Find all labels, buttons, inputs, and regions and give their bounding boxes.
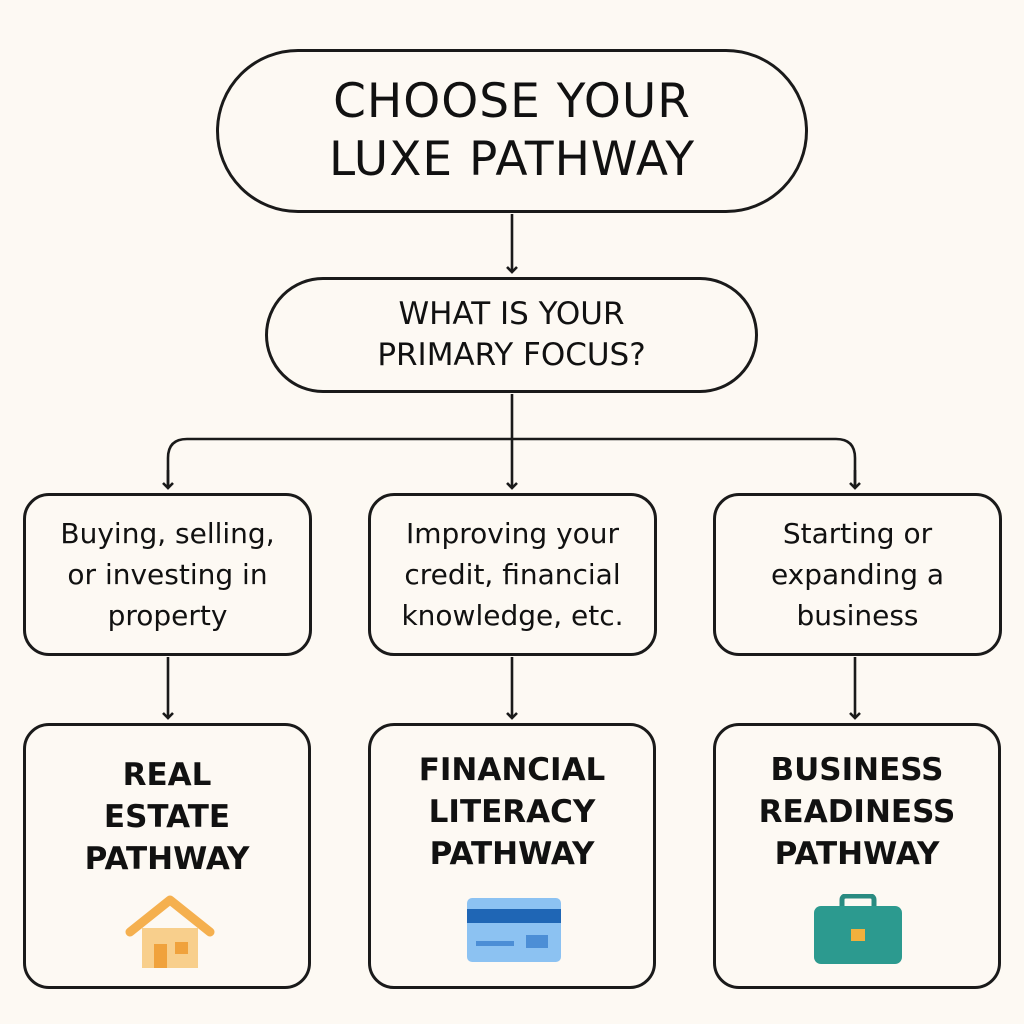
pathway-title: FINANCIAL LITERACY PATHWAY — [418, 752, 606, 872]
option-text: Improving your credit, financial knowled… — [401, 517, 624, 632]
briefcase-icon — [814, 894, 902, 964]
option-text: Buying, selling, or investing in propert… — [60, 517, 275, 632]
option-node-property: Buying, selling, or investing in propert… — [23, 493, 312, 656]
question-text: WHAT IS YOUR PRIMARY FOCUS? — [377, 296, 646, 373]
pathway-title: BUSINESS READINESS PATHWAY — [758, 752, 956, 872]
pathway-node-real-estate: REAL ESTATE PATHWAY — [23, 723, 311, 989]
pathway-title: REAL ESTATE PATHWAY — [84, 757, 250, 877]
option-node-business: Starting or expanding a business — [713, 493, 1002, 656]
option-text: Starting or expanding a business — [770, 517, 945, 632]
pathway-node-financial-literacy: FINANCIAL LITERACY PATHWAY — [368, 723, 656, 989]
page-title: CHOOSE YOUR LUXE PATHWAY — [328, 74, 696, 187]
house-icon — [125, 895, 215, 968]
question-node: WHAT IS YOUR PRIMARY FOCUS? — [265, 277, 758, 393]
pathway-node-business-readiness: BUSINESS READINESS PATHWAY — [713, 723, 1001, 989]
branch-line — [166, 437, 857, 488]
credit-card-icon — [467, 898, 561, 962]
title-node: CHOOSE YOUR LUXE PATHWAY — [216, 49, 808, 213]
option-node-credit: Improving your credit, financial knowled… — [368, 493, 657, 656]
